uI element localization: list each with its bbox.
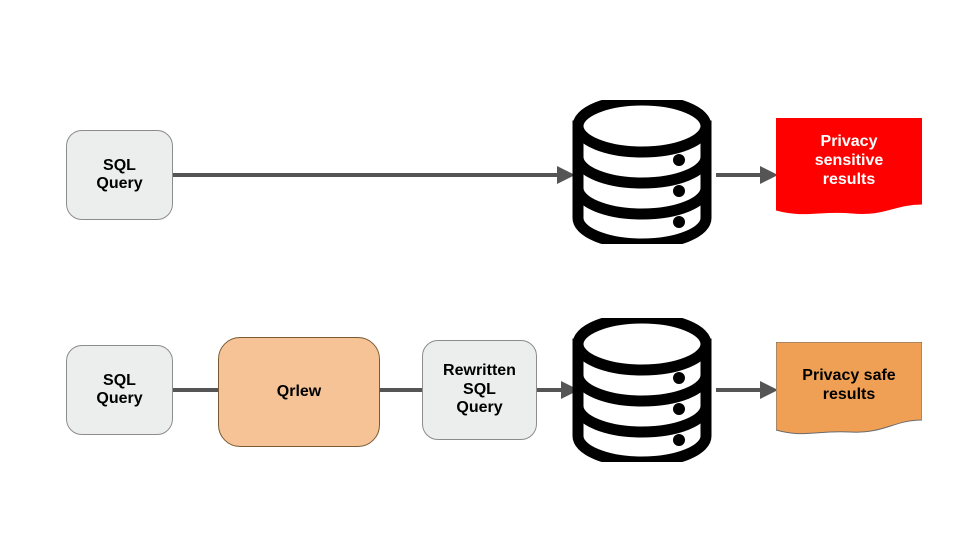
rewritten-sql-query-label: Rewritten SQL Query <box>443 362 516 417</box>
rewritten-line3: Query <box>456 399 503 417</box>
banner-privacy-safe-results[interactable]: Privacy safe results <box>776 342 922 446</box>
database-icon-top[interactable] <box>572 100 712 244</box>
sql-query-top-line1: SQL <box>103 156 136 174</box>
sql-query-bottom-line1: SQL <box>103 371 136 389</box>
connector-top-query-to-db <box>173 160 575 190</box>
banner-privacy-sensitive-results[interactable]: Privacy sensitive results <box>776 118 922 222</box>
connector-rewritten-to-db <box>537 375 579 405</box>
connector-query-to-qrlew <box>173 375 218 405</box>
sql-query-top-label: SQL Query <box>96 157 142 194</box>
connector-qrlew-to-rewritten <box>380 375 422 405</box>
node-qrlew[interactable]: Qrlew <box>218 337 380 447</box>
rewritten-line1: Rewritten <box>443 362 516 380</box>
rewritten-line2: SQL <box>463 380 496 398</box>
sql-query-bottom-label: SQL Query <box>96 372 142 409</box>
node-sql-query-bottom[interactable]: SQL Query <box>66 345 173 435</box>
sql-query-top-line2: Query <box>96 175 143 192</box>
qrlew-label: Qrlew <box>276 382 322 400</box>
connector-bottom-db-to-results <box>716 375 778 405</box>
database-icon-bottom[interactable] <box>572 318 712 462</box>
connector-top-db-to-results <box>716 160 778 190</box>
node-sql-query-top[interactable]: SQL Query <box>66 130 173 220</box>
node-rewritten-sql-query[interactable]: Rewritten SQL Query <box>422 340 537 440</box>
sql-query-bottom-line2: Query <box>96 390 143 407</box>
